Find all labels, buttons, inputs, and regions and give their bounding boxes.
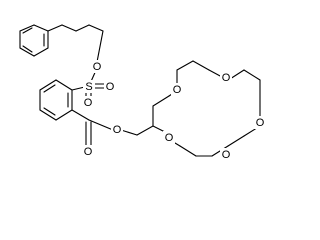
atom-o-crown-2: O xyxy=(222,72,231,84)
benzene-ring xyxy=(39,79,73,121)
atom-o-crown-5: O xyxy=(165,132,174,144)
atom-o-sulfonate-top: O xyxy=(93,61,102,73)
atom-o-crown-4: O xyxy=(222,149,231,161)
atom-o-ester: O xyxy=(113,124,122,136)
atom-o-crown-1: O xyxy=(173,84,182,96)
atom-s-sulfur: S xyxy=(85,81,92,93)
atom-labels: O S O O O O O O O O O xyxy=(82,60,266,161)
propyl-chain xyxy=(47,24,104,63)
atom-o-sulfonyl-right: O xyxy=(106,81,115,93)
phenyl-ring xyxy=(19,24,49,57)
ester-group xyxy=(71,109,154,147)
atom-o-sulfonyl-bottom: O xyxy=(84,97,93,109)
structure-diagram: O S O O O O O O O O O xyxy=(19,24,266,161)
atom-o-crown-3: O xyxy=(256,117,265,129)
atom-o-carbonyl: O xyxy=(84,146,93,158)
